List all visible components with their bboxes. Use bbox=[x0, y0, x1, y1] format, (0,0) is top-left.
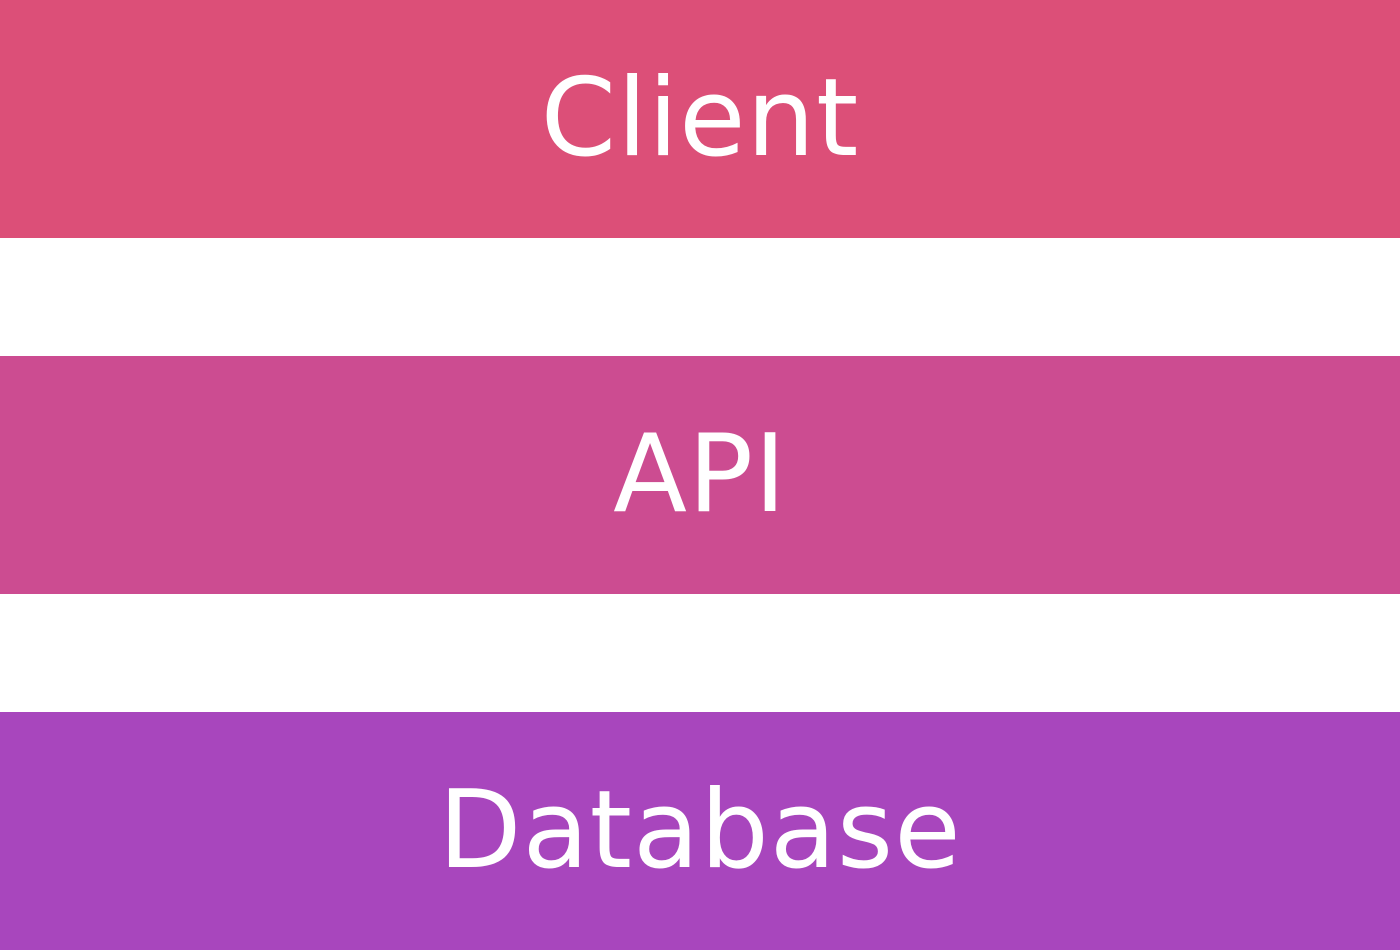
layer-api-label: API bbox=[613, 412, 787, 537]
layer-client-label: Client bbox=[540, 56, 860, 181]
layer-api: API bbox=[0, 356, 1400, 594]
layer-database-label: Database bbox=[438, 768, 962, 893]
layer-gap-api-database bbox=[0, 594, 1400, 712]
layer-database: Database bbox=[0, 712, 1400, 950]
layer-gap-client-api bbox=[0, 238, 1400, 356]
layer-client: Client bbox=[0, 0, 1400, 238]
